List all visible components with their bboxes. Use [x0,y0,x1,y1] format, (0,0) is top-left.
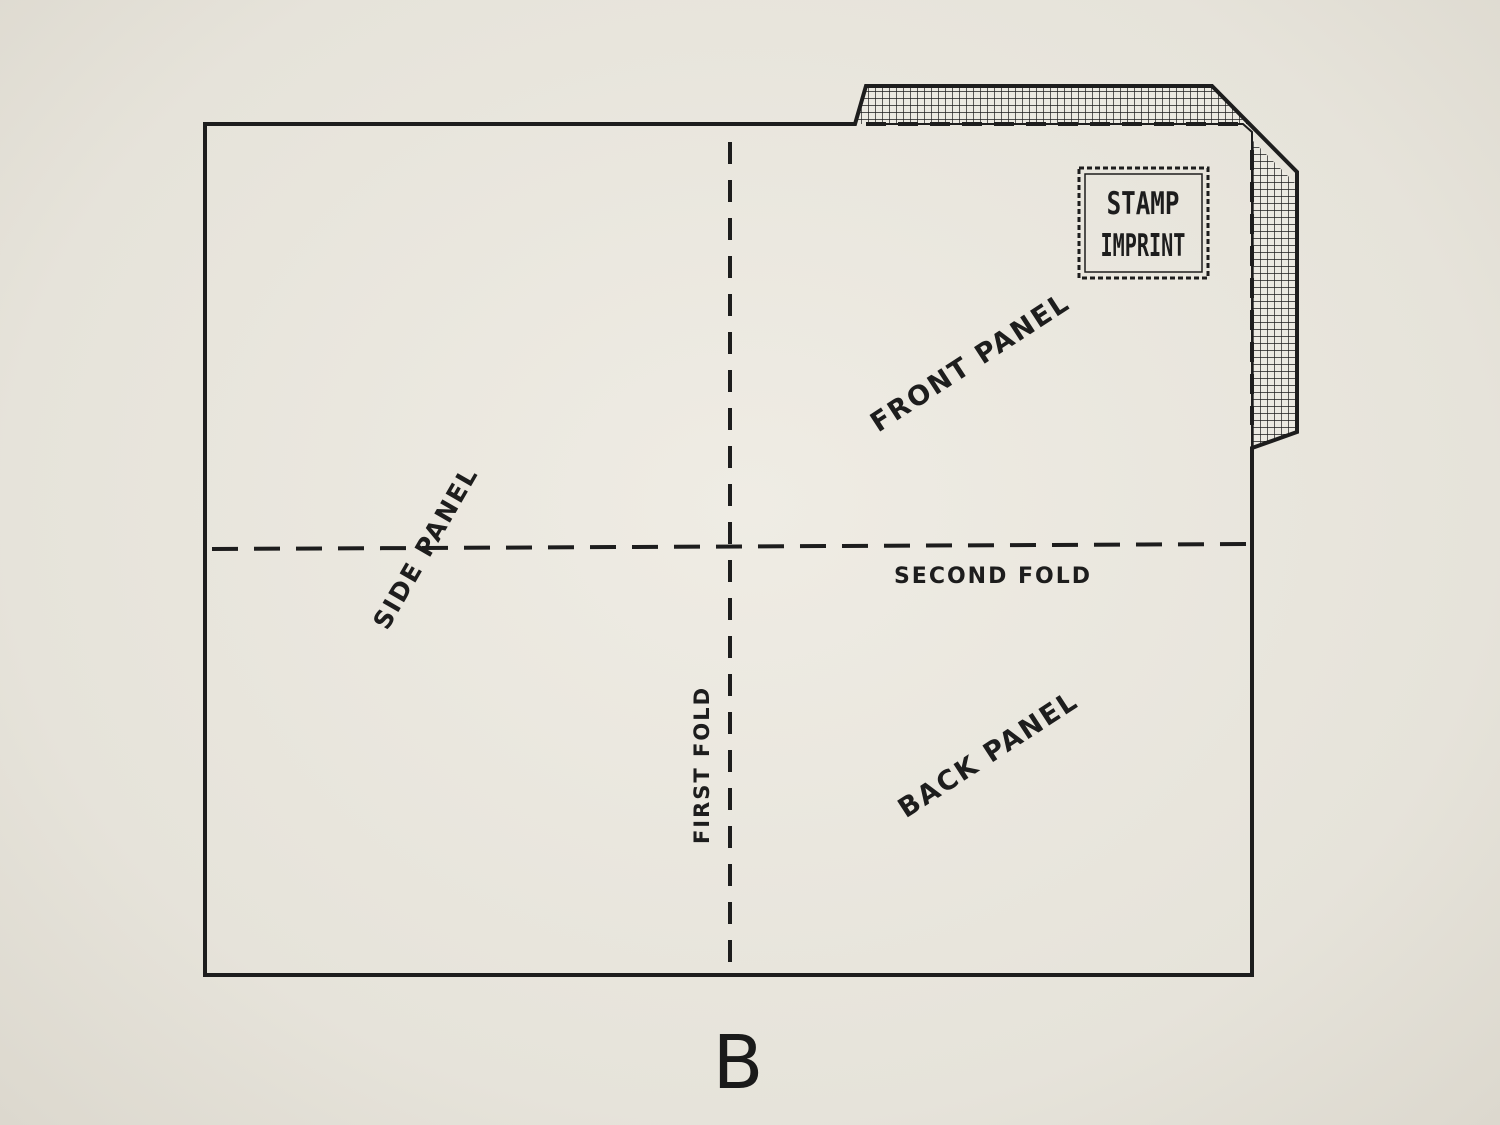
front-panel-label: FRONT PANEL [865,287,1076,439]
first-fold-label: FIRST FOLD [690,686,714,844]
back-panel-label: BACK PANEL [893,685,1084,824]
figure-letter-label: B [713,1020,764,1106]
stamp-border [1077,166,1210,280]
second-fold-line [211,542,1251,551]
stamp-text-line1: STAMP [1107,185,1180,222]
stamp-imprint-box: STAMP IMPRINT [1077,166,1210,280]
sheet-outline [203,84,1299,977]
stamp-text-line2: IMPRINT [1101,229,1186,265]
stamp-inner-border [1084,173,1203,273]
second-fold-label: SECOND FOLD [894,564,1092,589]
